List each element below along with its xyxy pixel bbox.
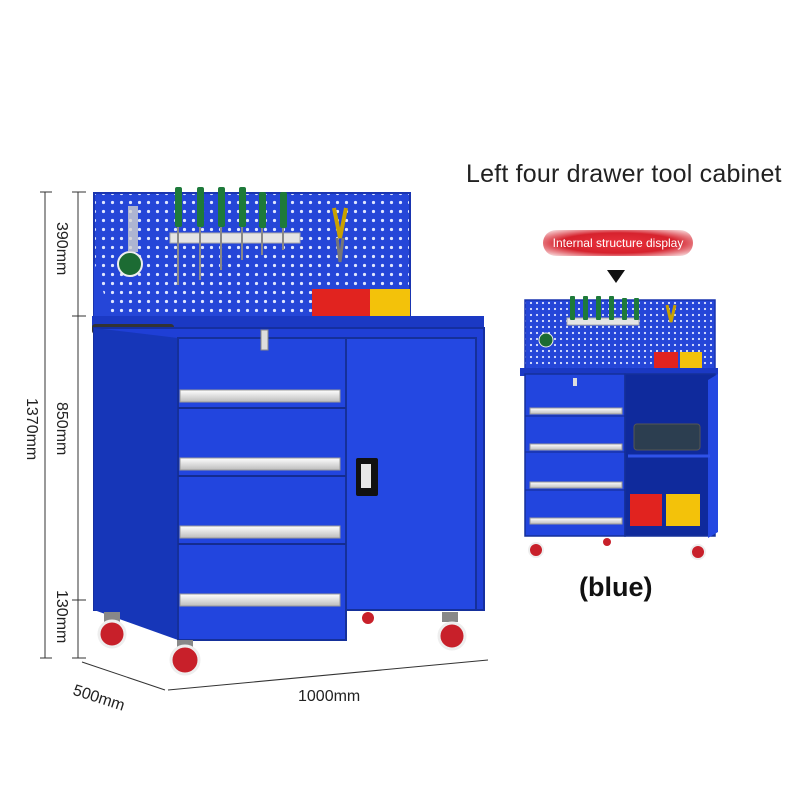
screwdriver-icon	[175, 187, 287, 285]
drawer-handle	[179, 389, 341, 403]
drawer-handle	[179, 457, 341, 471]
drawer-handle	[529, 517, 623, 525]
yellow-parts-bin	[370, 289, 410, 319]
red-parts-bin	[630, 494, 662, 526]
down-arrow-icon	[607, 270, 625, 283]
main-cabinet	[92, 187, 485, 676]
drawer-handle	[179, 525, 341, 539]
internal-structure-badge: Internal structure display	[543, 230, 693, 256]
drawer-handle	[529, 481, 623, 489]
caster-wheel-icon	[528, 538, 706, 560]
drawer-handle	[529, 443, 623, 451]
tape-measure-icon	[117, 251, 143, 277]
pliers-icon	[332, 207, 348, 239]
toolbox-icon	[633, 423, 701, 451]
color-label: (blue)	[579, 572, 653, 602]
product-title: Left four drawer tool cabinet	[466, 160, 782, 188]
lock-icon	[260, 329, 269, 351]
drawer-handle	[179, 593, 341, 607]
dimension-lines	[40, 191, 489, 691]
dimension-width: 1000mm	[298, 688, 361, 705]
drawer-handle	[529, 407, 623, 415]
caster-wheel-icon	[97, 612, 467, 676]
red-parts-bin	[312, 289, 370, 319]
yellow-parts-bin	[666, 494, 700, 526]
internal-cabinet	[520, 296, 718, 560]
